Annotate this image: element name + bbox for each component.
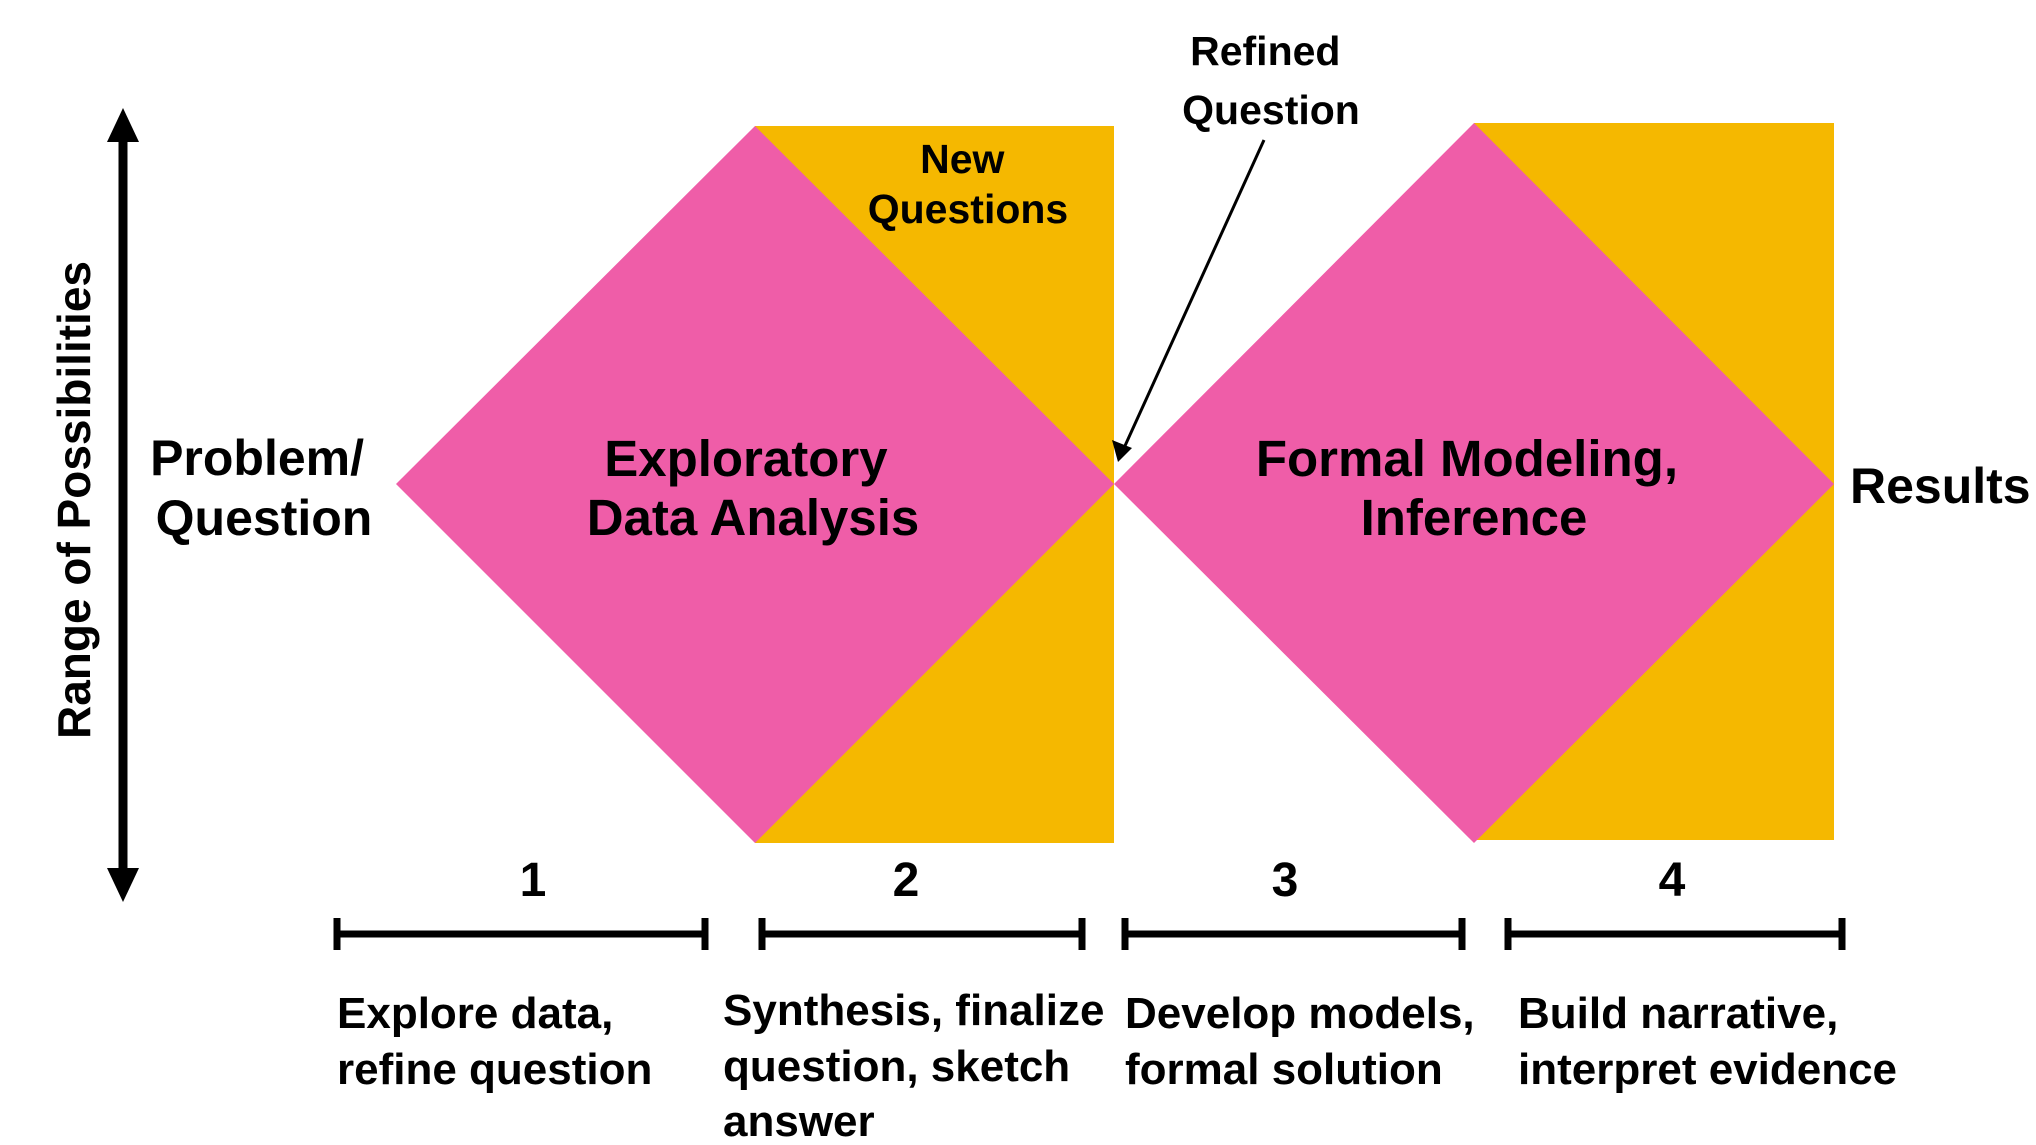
- diamond-formal-modeling: [1114, 123, 1834, 843]
- axis-label: Range of Possibilities: [48, 261, 100, 739]
- new-questions-label: New Questions: [868, 136, 1068, 232]
- stage-3-description: Develop models, formal solution: [1125, 989, 1487, 1094]
- stage-4-bracket: [1504, 918, 1846, 950]
- results-label: Results: [1850, 458, 2031, 514]
- formal-modeling-title: Formal Modeling, Inference: [1256, 430, 1692, 546]
- diamond-exploratory: [396, 126, 1114, 843]
- stage-4-description: Build narrative, interpret evidence: [1518, 989, 1897, 1094]
- stage-1-description: Explore data, refine question: [337, 989, 652, 1094]
- refined-question-label: Refined Question: [1182, 28, 1360, 133]
- vertical-axis-arrow: [107, 108, 139, 902]
- stage-1-number: 1: [520, 854, 547, 907]
- stage-2-bracket: [758, 918, 1086, 950]
- stage-2-number: 2: [893, 854, 920, 907]
- problem-question-label: Problem/ Question: [150, 430, 378, 546]
- refined-question-pointer: [1112, 139, 1266, 462]
- stage-4-number: 4: [1659, 854, 1686, 907]
- exploratory-title: Exploratory Data Analysis: [587, 430, 920, 546]
- stage-3-number: 3: [1272, 854, 1299, 907]
- stage-1-bracket: [333, 918, 709, 950]
- stage-2-description: Synthesis, finalize question, sketch ans…: [723, 986, 1117, 1145]
- stage-3-bracket: [1121, 918, 1466, 950]
